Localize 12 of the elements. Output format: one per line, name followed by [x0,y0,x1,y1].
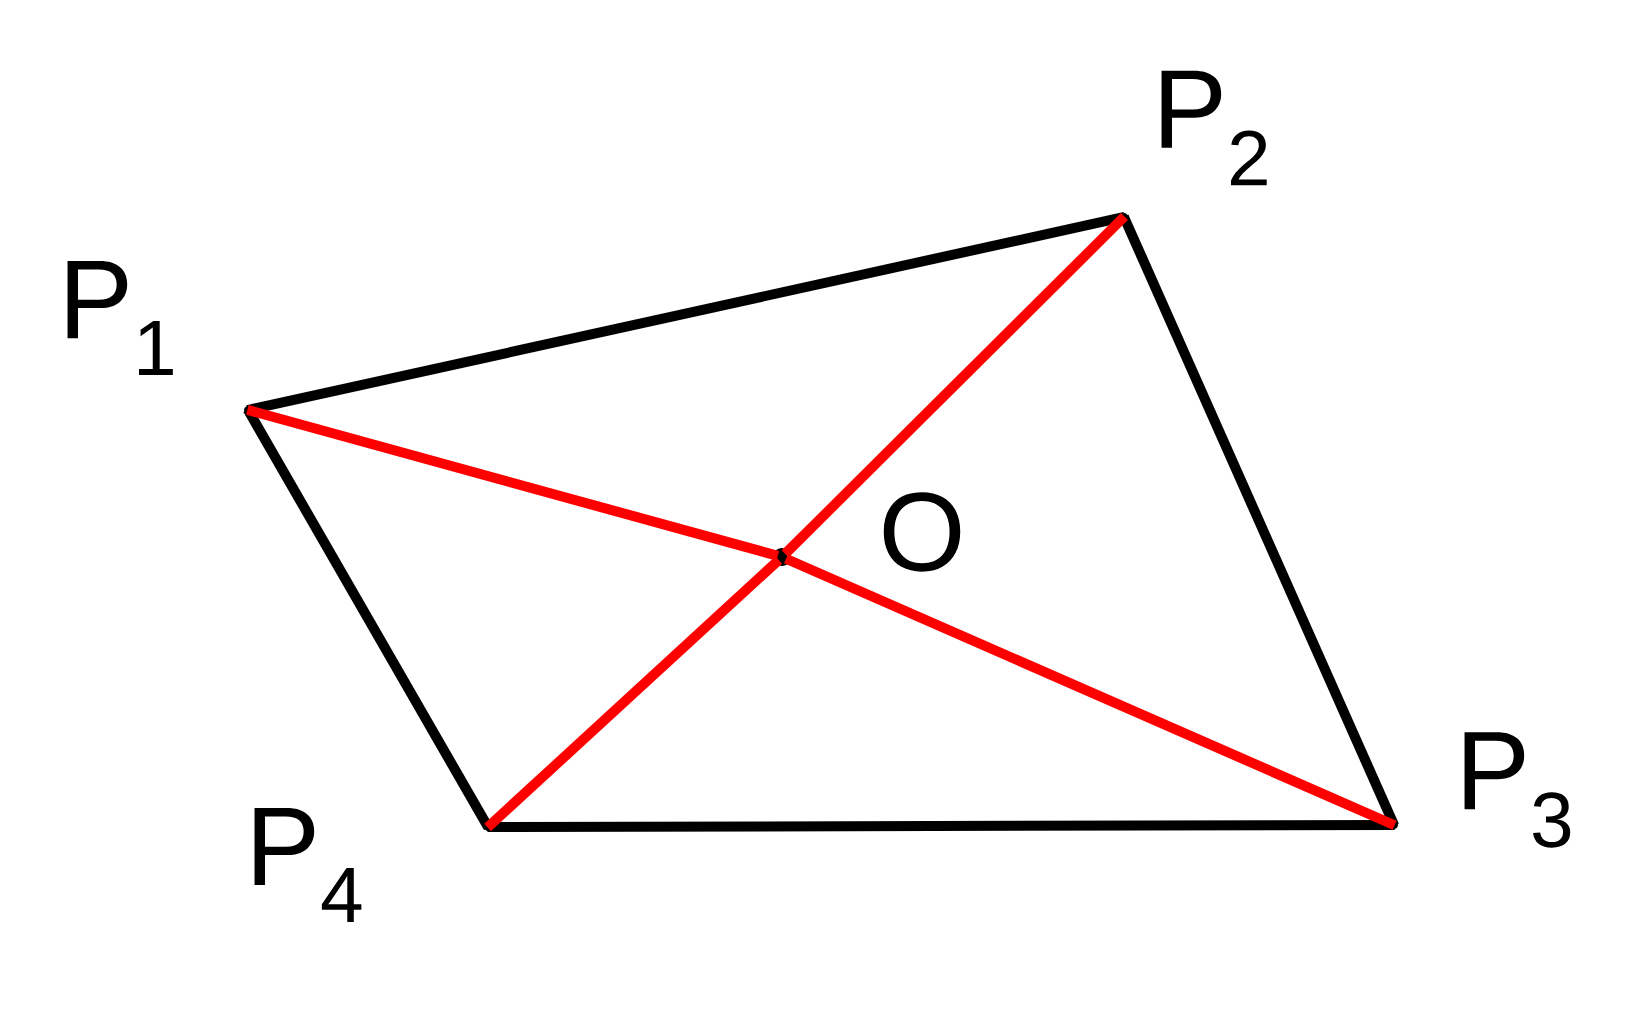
point-label: O [883,492,961,572]
point-label: P$_{2}$ [1161,70,1267,186]
line-segment [245,408,491,829]
line-segment [783,215,1126,556]
line-segment [785,555,1395,829]
line-segment [487,820,1395,832]
point-label: P$_{3}$ [1464,732,1571,848]
line-segment [247,406,778,560]
point-label: P$_{1}$ [67,261,173,375]
line-segment [486,558,781,829]
line-segment [1120,216,1398,826]
point-label: P$_{4}$ [254,808,362,922]
